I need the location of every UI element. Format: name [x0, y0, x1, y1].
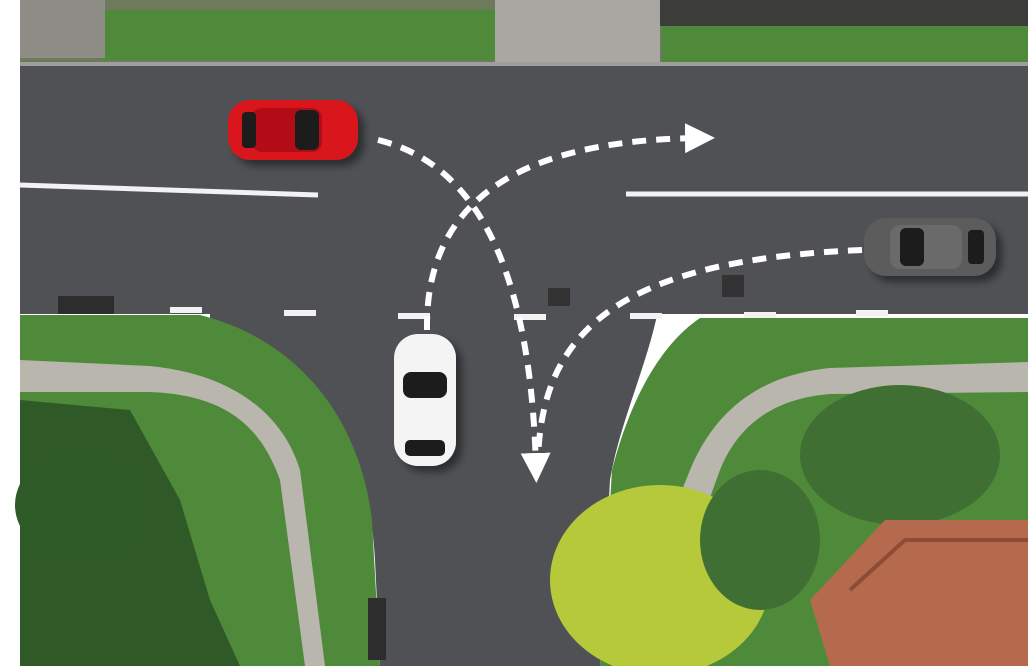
white-car — [394, 334, 456, 466]
top-sidewalk-left — [20, 0, 105, 58]
top-driveway — [495, 0, 660, 70]
tree-left — [15, 450, 145, 560]
drain-south — [368, 598, 386, 660]
left-margin — [0, 0, 20, 666]
gray-car — [864, 218, 996, 276]
manhole — [548, 288, 570, 306]
top-grass-left — [100, 10, 495, 60]
top-shadow-strip — [660, 0, 1028, 26]
storm-drain-left — [58, 296, 114, 314]
tree-dark-2 — [800, 385, 1000, 525]
drain-right — [722, 275, 744, 297]
road-curb-top — [20, 62, 1028, 66]
red-car — [228, 100, 358, 160]
tree-dark-1 — [700, 470, 820, 610]
